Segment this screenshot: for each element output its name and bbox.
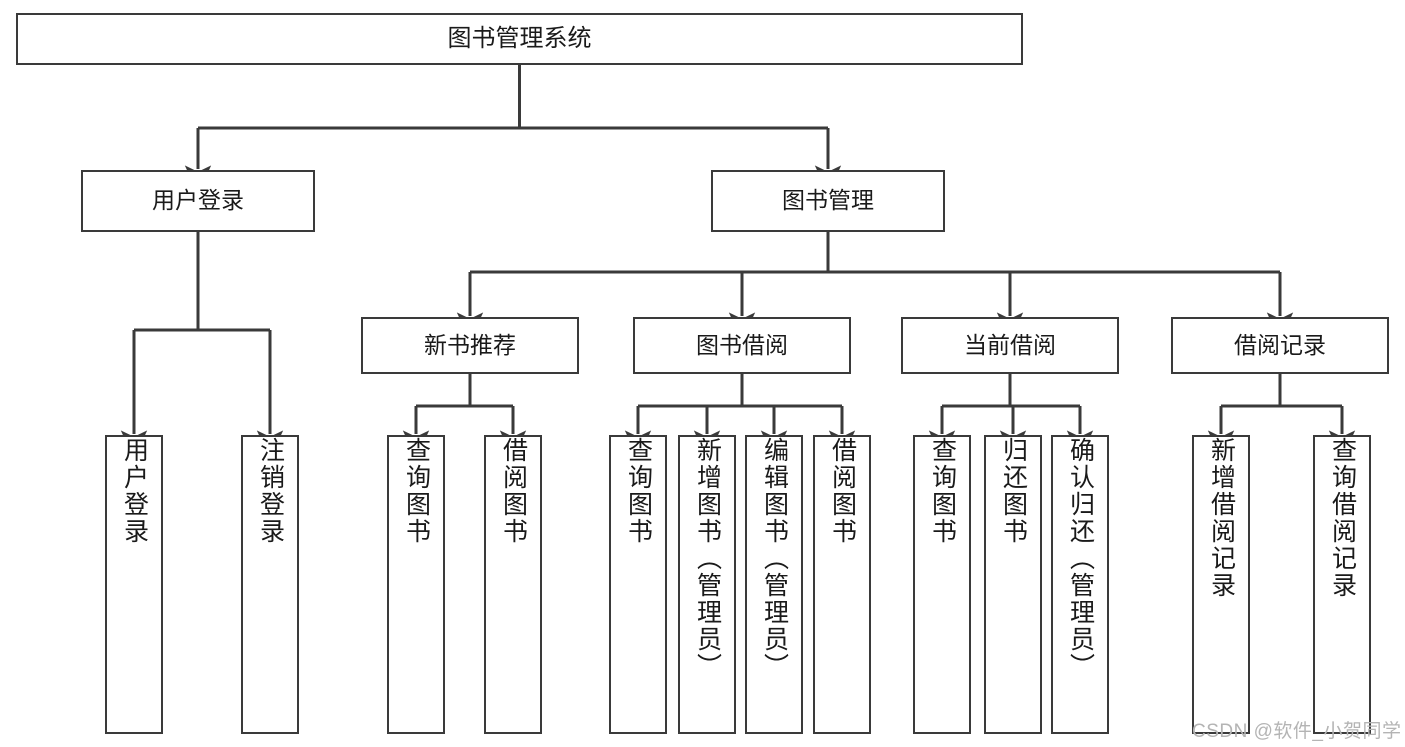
node-label: 归还图书: [999, 437, 1028, 545]
node-leaf6[interactable]: 新增图书（管理员）: [678, 435, 736, 734]
node-label: 新增图书（管理员）: [693, 437, 722, 680]
node-leaf5[interactable]: 查询图书: [609, 435, 667, 734]
node-leaf4[interactable]: 借阅图书: [484, 435, 542, 734]
node-label: 编辑图书（管理员）: [760, 437, 789, 680]
node-label: 图书管理系统: [447, 24, 592, 52]
node-newbook[interactable]: 新书推荐: [361, 317, 579, 374]
node-label: 借阅图书: [828, 437, 857, 545]
node-leaf3[interactable]: 查询图书: [387, 435, 445, 734]
node-label: 查询图书: [402, 437, 431, 545]
node-label: 查询图书: [928, 437, 957, 545]
node-leaf1[interactable]: 用户登录: [105, 435, 163, 734]
node-leaf7[interactable]: 编辑图书（管理员）: [745, 435, 803, 734]
connector-edges: [120, 65, 1356, 459]
node-login[interactable]: 用户登录: [81, 170, 315, 232]
node-label: 借阅记录: [1234, 331, 1326, 358]
node-borrow[interactable]: 图书借阅: [633, 317, 851, 374]
node-label: 新增借阅记录: [1207, 437, 1236, 599]
node-current[interactable]: 当前借阅: [901, 317, 1119, 374]
node-leaf10[interactable]: 归还图书: [984, 435, 1042, 734]
node-label: 新书推荐: [424, 331, 516, 358]
node-leaf12[interactable]: 新增借阅记录: [1192, 435, 1250, 734]
node-label: 用户登录: [152, 187, 244, 214]
node-leaf11[interactable]: 确认归还（管理员）: [1051, 435, 1109, 734]
node-leaf2[interactable]: 注销登录: [241, 435, 299, 734]
node-records[interactable]: 借阅记录: [1171, 317, 1389, 374]
node-label: 查询图书: [624, 437, 653, 545]
node-label: 图书管理: [782, 187, 874, 214]
node-bookmgmt[interactable]: 图书管理: [711, 170, 945, 232]
node-label: 注销登录: [256, 437, 285, 545]
node-label: 确认归还（管理员）: [1066, 437, 1095, 680]
node-label: 用户登录: [120, 437, 149, 545]
node-label: 查询借阅记录: [1328, 437, 1357, 599]
node-leaf8[interactable]: 借阅图书: [813, 435, 871, 734]
node-label: 当前借阅: [964, 331, 1056, 358]
node-leaf9[interactable]: 查询图书: [913, 435, 971, 734]
node-leaf13[interactable]: 查询借阅记录: [1313, 435, 1371, 734]
watermark-text: CSDN @软件_小贺同学: [1192, 721, 1402, 742]
node-root[interactable]: 图书管理系统: [16, 13, 1023, 65]
node-label: 借阅图书: [499, 437, 528, 545]
node-label: 图书借阅: [696, 331, 788, 358]
